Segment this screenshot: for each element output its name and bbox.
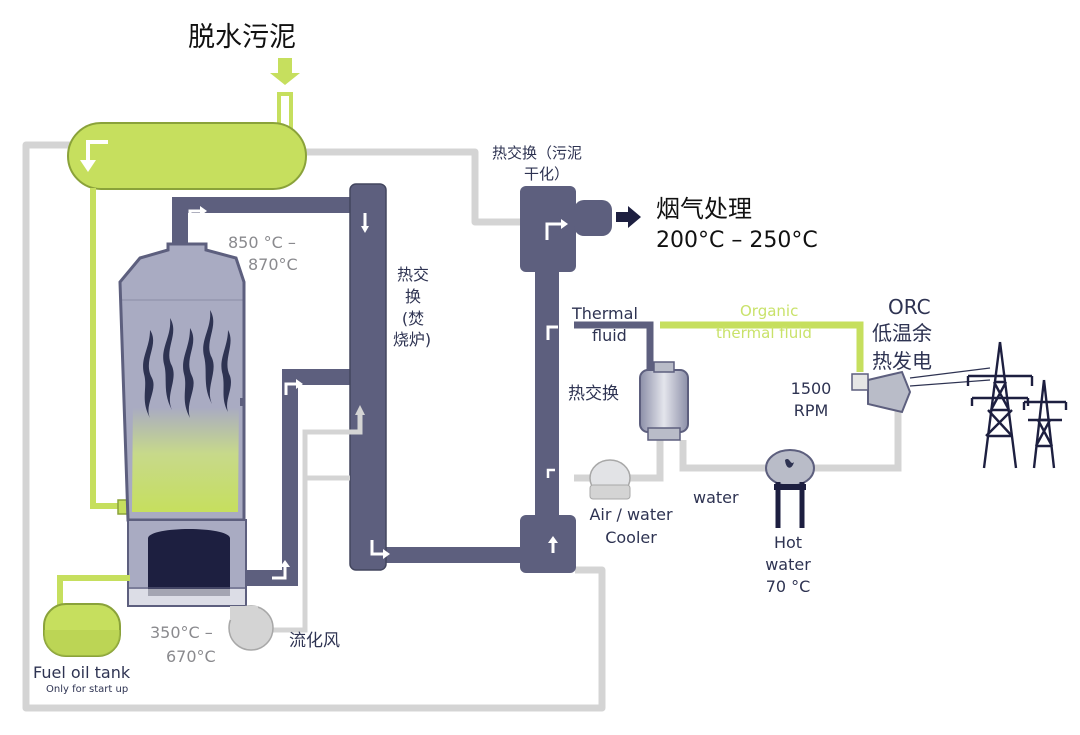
organic-fluid-label-1: Organic xyxy=(740,302,799,320)
bottom-temp-label-1: 350°C – xyxy=(150,623,213,642)
fuel-tank-note: Only for start up xyxy=(46,684,129,695)
flames xyxy=(143,310,231,418)
incinerator-hx-label-4: 烧炉) xyxy=(392,330,432,349)
fluidizing-air-blower xyxy=(228,605,274,651)
flue-gas-label: 烟气处理 xyxy=(656,195,752,223)
cooler-label-1: Air / water xyxy=(589,505,673,524)
incinerator-hx-label-1: 热交 xyxy=(396,265,429,284)
drying-heat-exchanger xyxy=(520,186,612,573)
orc-desc-label-1: 低温余 xyxy=(872,321,932,345)
incinerator-hx-label-2: 换 xyxy=(404,287,421,306)
flow-arrows xyxy=(188,209,563,580)
water-label: water xyxy=(693,488,739,507)
top-temp-label-1: 850 °C – xyxy=(228,233,296,252)
fuel-tank-label: Fuel oil tank xyxy=(33,663,131,682)
air-water-cooler xyxy=(589,459,631,500)
thermal-fluid-pipes xyxy=(574,321,902,482)
flue-gas-pipes xyxy=(172,197,540,586)
organic-fluid-label-2: thermal fluid xyxy=(716,324,812,342)
incinerator-heat-exchanger xyxy=(349,183,387,571)
hot-water-label-2: water xyxy=(765,555,811,574)
power-pylons-icon xyxy=(966,341,1068,469)
sludge-inlet xyxy=(270,58,300,132)
fuel-oil-tank xyxy=(43,575,130,657)
sludge-drum xyxy=(67,122,307,190)
flue-gas-exit-arrow xyxy=(616,206,641,228)
thermal-fluid-label-1: Thermal xyxy=(572,304,638,323)
orc-hx-label: 热交换 xyxy=(568,384,619,404)
return-loop-pipe xyxy=(22,141,606,712)
bottom-temp-label-2: 670°C xyxy=(166,647,216,666)
thermal-fluid-label-2: fluid xyxy=(592,326,627,345)
drying-hx-label-2: 干化） xyxy=(524,165,570,183)
hot-water-temp-label: 70 °C xyxy=(765,577,811,596)
sludge-input-label: 脱水污泥 xyxy=(188,22,296,53)
fluidizing-air-lines xyxy=(270,412,363,633)
orc-turbine xyxy=(851,367,991,414)
hot-water-label-1: Hot xyxy=(773,533,803,552)
orc-heat-exchanger xyxy=(639,361,689,441)
cooler-label-2: Cooler xyxy=(605,528,657,547)
hot-water-exchanger xyxy=(765,449,815,528)
incinerator-furnace xyxy=(118,242,247,607)
fluidizing-air-label: 流化风 xyxy=(289,631,340,651)
incinerator-hx-label-3: (焚 xyxy=(401,309,425,328)
rpm-unit-label: RPM xyxy=(793,401,829,420)
rpm-value-label: 1500 xyxy=(790,379,832,398)
drying-hx-label-1: 热交换（污泥 xyxy=(492,144,583,162)
top-temp-label-2: 870°C xyxy=(248,255,298,274)
orc-desc-label-2: 热发电 xyxy=(872,349,932,373)
flue-gas-temp-label: 200°C – 250°C xyxy=(656,228,818,253)
orc-label: ORC xyxy=(888,295,931,319)
